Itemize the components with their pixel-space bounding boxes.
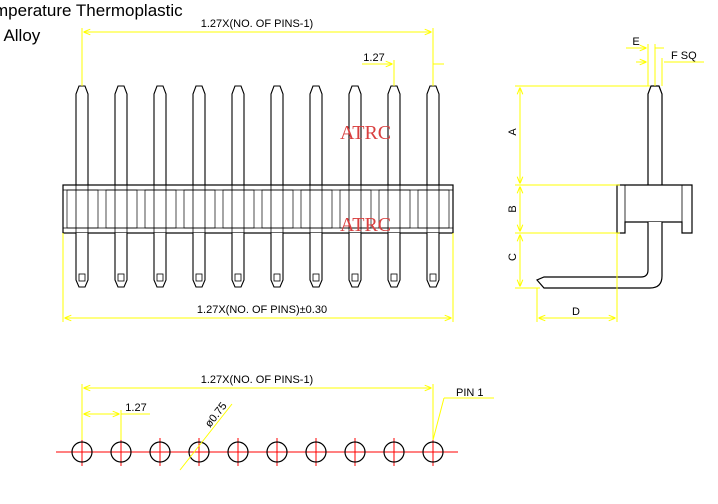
front-pin-tail-tip: [78, 273, 86, 282]
footprint-span-dimension: 1.27X(NO. OF PINS-1): [81, 374, 434, 440]
front-insulator-dividers: [66, 185, 450, 233]
front-pin-tail: [114, 233, 128, 288]
front-insulator-cell: [66, 189, 99, 229]
footprint-holes: [71, 438, 444, 466]
front-insulator-cell: [222, 189, 255, 229]
front-insulator-cell: [261, 189, 294, 229]
front-bottom-dimension: 1.27X(NO. OF PINS)±0.30: [62, 233, 454, 322]
side-height-dimensions: A B C: [507, 85, 650, 289]
front-pin-tail: [270, 233, 284, 288]
footprint-hole-label: ø0.75: [203, 400, 230, 430]
front-pin-tail-tip: [117, 273, 125, 282]
front-insulator-cell: [339, 189, 372, 229]
front-view: 1.27X(NO. OF PINS-1) 1.27 1.27X(NO. OF P…: [62, 18, 454, 322]
side-label-f-sq: F SQ: [671, 50, 697, 62]
footprint-hole: [149, 441, 171, 463]
front-insulator-cell: [300, 189, 333, 229]
front-pitch-dimension: 1.27: [362, 52, 444, 86]
front-insulator-cell: [417, 189, 450, 229]
front-pin-tail-tip: [312, 273, 320, 282]
front-pin-tail: [426, 233, 440, 288]
front-pin-tail: [231, 233, 245, 288]
front-pins: [75, 85, 440, 185]
side-label-d: D: [572, 306, 580, 318]
front-insulator-cell: [378, 189, 411, 229]
front-pin-tail: [387, 233, 401, 288]
front-insulator-body: [62, 184, 454, 234]
footprint-hole: [344, 441, 366, 463]
footprint-hole: [188, 441, 210, 463]
watermark-lower: ATRC: [340, 214, 391, 236]
front-pin-top: [153, 85, 167, 185]
footprint-hole: [422, 441, 444, 463]
side-vertical-pin: [647, 85, 663, 185]
footprint-hole: [266, 441, 288, 463]
footprint-hole: [110, 441, 132, 463]
footprint-pitch-dimension: 1.27: [81, 402, 150, 440]
footprint-pitch-label: 1.27: [125, 402, 146, 414]
footprint-hole: [71, 441, 93, 463]
side-bent-pin: [536, 222, 663, 289]
side-view: A B C D E F SQ: [507, 36, 704, 322]
front-pin-tail-tip: [351, 273, 359, 282]
front-pin-top: [270, 85, 284, 185]
side-label-b: B: [507, 205, 519, 212]
front-pin-top: [192, 85, 206, 185]
side-top-dimensions: E F SQ: [626, 36, 704, 86]
footprint-view: 1.27X(NO. OF PINS-1) 1.27 ø0.75 PIN 1: [56, 374, 494, 471]
front-pin-tail: [309, 233, 323, 288]
front-pin-tail: [153, 233, 167, 288]
footprint-span-label: 1.27X(NO. OF PINS-1): [201, 374, 313, 386]
footprint-pin1-label: PIN 1: [456, 387, 484, 399]
front-pin-shafts: [75, 233, 440, 288]
side-label-c: C: [507, 253, 519, 261]
front-insulator-cell: [144, 189, 177, 229]
header-line-2: r Alloy: [0, 26, 41, 45]
front-pitch-dimension-label: 1.27: [363, 52, 384, 64]
front-pin-top: [75, 85, 89, 185]
front-pin-tail: [348, 233, 362, 288]
side-length-dimension: D: [536, 233, 618, 322]
watermark-upper: ATRC: [340, 122, 391, 144]
front-bottom-dimension-label: 1.27X(NO. OF PINS)±0.30: [197, 304, 327, 316]
front-pin-top: [426, 85, 440, 185]
footprint-hole: [305, 441, 327, 463]
front-pin-top: [231, 85, 245, 185]
front-pin-top: [348, 85, 362, 185]
front-pin-tail-tip: [273, 273, 281, 282]
front-pin-tail-tip: [195, 273, 203, 282]
front-insulator-cell: [105, 189, 138, 229]
front-pin-tail: [75, 233, 89, 288]
front-pin-tail-tip: [390, 273, 398, 282]
front-top-dimension: 1.27X(NO. OF PINS-1): [81, 18, 434, 86]
front-insulator-cell: [183, 189, 216, 229]
front-pin-tail: [192, 233, 206, 288]
front-pin-tail-tip: [429, 273, 437, 282]
front-pin-tail-tip: [234, 273, 242, 282]
footprint-hole: [227, 441, 249, 463]
front-top-dimension-label: 1.27X(NO. OF PINS-1): [201, 18, 313, 30]
footprint-hole: [383, 441, 405, 463]
header-line-1: mperature Thermoplastic: [0, 1, 183, 20]
front-pin-top: [309, 85, 323, 185]
front-pin-top: [114, 85, 128, 185]
front-pin-tail-tip: [156, 273, 164, 282]
footprint-pin1-callout: PIN 1: [432, 387, 494, 441]
side-label-e: E: [632, 36, 639, 48]
side-label-a: A: [507, 128, 519, 136]
